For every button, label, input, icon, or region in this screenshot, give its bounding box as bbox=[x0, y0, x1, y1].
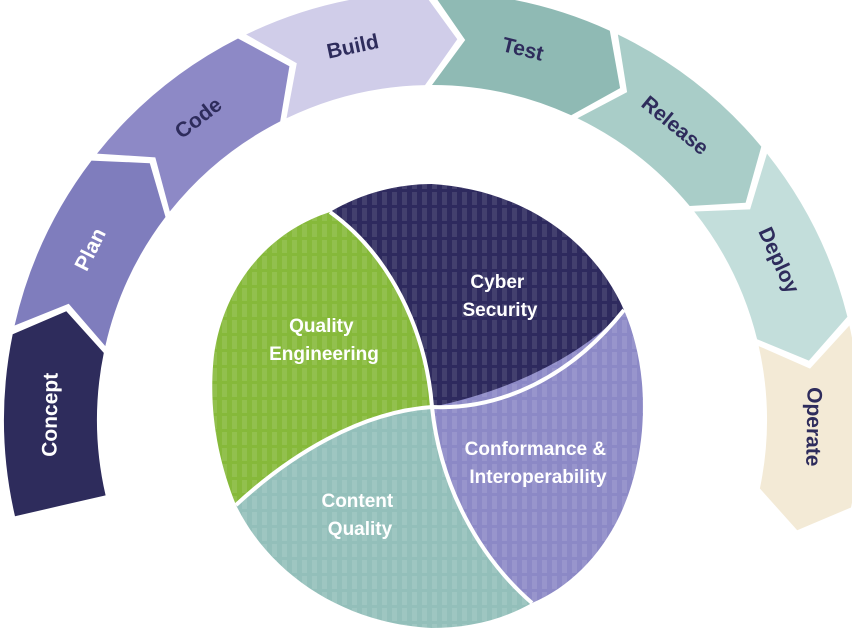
content-quality-label: Content Quality bbox=[321, 491, 398, 540]
cyber-security-label: Cyber Security bbox=[463, 272, 538, 321]
stage-code[interactable] bbox=[97, 38, 290, 212]
quadrant-pattern bbox=[330, 184, 624, 408]
quality-engineering-label: Quality Engineering bbox=[269, 316, 379, 365]
quadrant-dividers bbox=[234, 210, 626, 605]
conformance-interoperability-label: Conformance & Interoperability bbox=[465, 439, 612, 488]
stage-release[interactable] bbox=[577, 34, 762, 207]
stage-plan[interactable] bbox=[14, 160, 166, 347]
quadrant-pattern bbox=[236, 407, 532, 628]
stage-operate[interactable] bbox=[758, 325, 852, 531]
quality-circle: Quality Engineering Cyber Security Confo… bbox=[212, 184, 644, 628]
stage-label-operate: Operate bbox=[801, 387, 825, 467]
stage-test[interactable] bbox=[432, 0, 621, 116]
stage-concept[interactable] bbox=[4, 311, 106, 517]
quadrant-pattern bbox=[212, 212, 432, 505]
quadrant-pattern bbox=[432, 310, 644, 603]
stage-label-concept: Concept bbox=[38, 373, 62, 457]
stage-build[interactable] bbox=[246, 0, 458, 119]
stage-deploy[interactable] bbox=[694, 153, 848, 361]
